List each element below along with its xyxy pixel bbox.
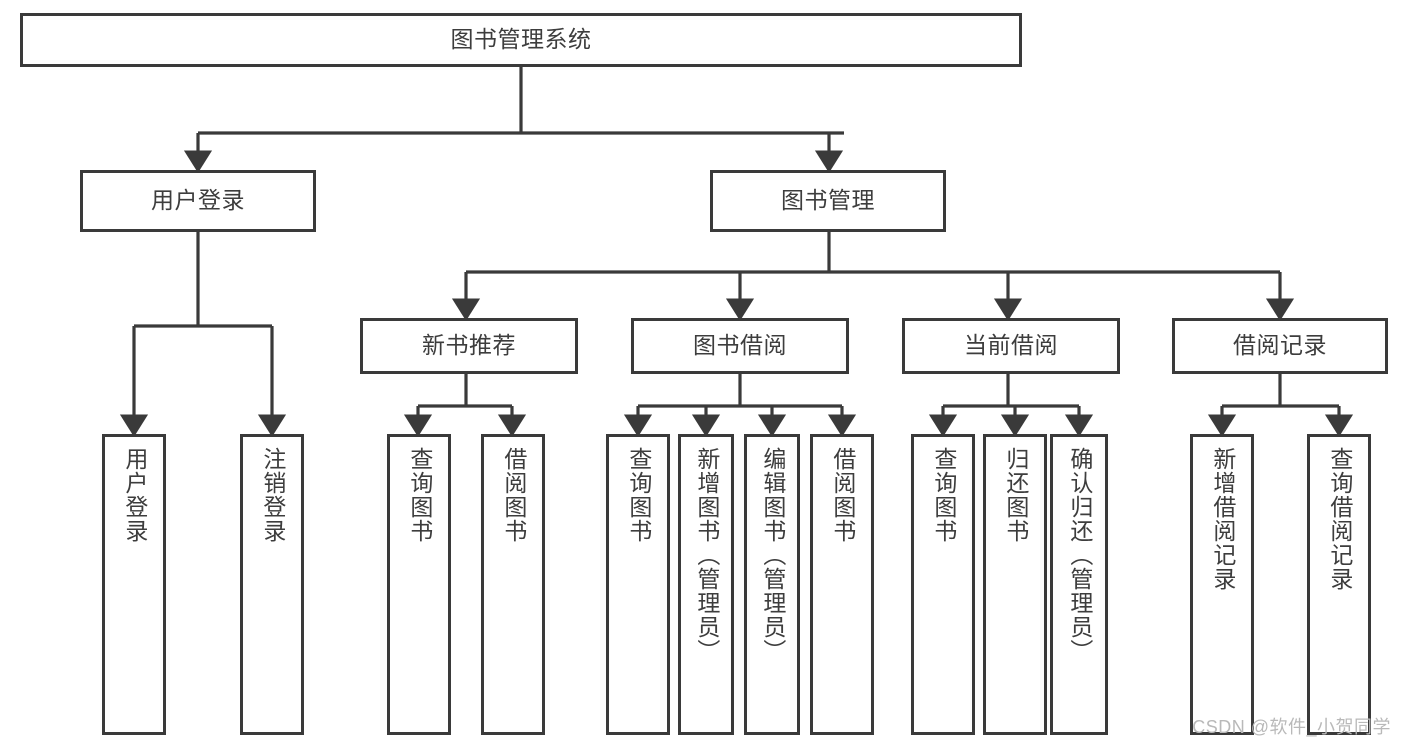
node-leaf-logout-label: 注销登录 bbox=[259, 447, 286, 543]
node-current-borrow[interactable]: 当前借阅 bbox=[902, 318, 1120, 374]
node-leaf-return-book[interactable]: 归还图书 bbox=[983, 434, 1047, 735]
node-leaf-query-book-3-label: 查询图书 bbox=[930, 447, 957, 543]
node-borrow-record[interactable]: 借阅记录 bbox=[1172, 318, 1388, 374]
node-leaf-query-record[interactable]: 查询借阅记录 bbox=[1307, 434, 1371, 735]
node-root[interactable]: 图书管理系统 bbox=[20, 13, 1022, 67]
node-leaf-user-login-label: 用户登录 bbox=[121, 447, 148, 543]
node-leaf-add-record[interactable]: 新增借阅记录 bbox=[1190, 434, 1254, 735]
node-leaf-edit-book-label: 编辑图书（管理员） bbox=[759, 447, 786, 663]
node-leaf-borrow-book-2[interactable]: 借阅图书 bbox=[810, 434, 874, 735]
node-leaf-logout[interactable]: 注销登录 bbox=[240, 434, 304, 735]
node-leaf-borrow-book-1-label: 借阅图书 bbox=[500, 447, 527, 543]
node-leaf-user-login[interactable]: 用户登录 bbox=[102, 434, 166, 735]
node-leaf-query-book-3[interactable]: 查询图书 bbox=[911, 434, 975, 735]
node-user-login-label: 用户登录 bbox=[151, 187, 245, 214]
node-leaf-edit-book[interactable]: 编辑图书（管理员） bbox=[744, 434, 800, 735]
node-book-manage-label: 图书管理 bbox=[781, 187, 875, 214]
node-root-label: 图书管理系统 bbox=[450, 26, 592, 53]
node-borrow-record-label: 借阅记录 bbox=[1233, 332, 1327, 359]
node-leaf-add-book[interactable]: 新增图书（管理员） bbox=[678, 434, 734, 735]
node-leaf-query-book-2[interactable]: 查询图书 bbox=[606, 434, 670, 735]
node-leaf-query-book-2-label: 查询图书 bbox=[625, 447, 652, 543]
node-leaf-query-record-label: 查询借阅记录 bbox=[1326, 447, 1353, 591]
node-leaf-add-book-label: 新增图书（管理员） bbox=[693, 447, 720, 663]
node-user-login[interactable]: 用户登录 bbox=[80, 170, 316, 232]
node-current-borrow-label: 当前借阅 bbox=[964, 332, 1058, 359]
node-new-book-recommend[interactable]: 新书推荐 bbox=[360, 318, 578, 374]
node-leaf-return-book-label: 归还图书 bbox=[1002, 447, 1029, 543]
node-leaf-confirm-return[interactable]: 确认归还（管理员） bbox=[1050, 434, 1108, 735]
node-leaf-add-record-label: 新增借阅记录 bbox=[1209, 447, 1236, 591]
node-leaf-query-book-1-label: 查询图书 bbox=[406, 447, 433, 543]
watermark-text: CSDN @软件_小贺同学 bbox=[1192, 717, 1391, 737]
node-leaf-borrow-book-1[interactable]: 借阅图书 bbox=[481, 434, 545, 735]
node-new-book-recommend-label: 新书推荐 bbox=[422, 332, 516, 359]
node-book-manage[interactable]: 图书管理 bbox=[710, 170, 946, 232]
node-leaf-query-book-1[interactable]: 查询图书 bbox=[387, 434, 451, 735]
node-leaf-confirm-return-label: 确认归还（管理员） bbox=[1066, 447, 1093, 663]
node-book-borrow-label: 图书借阅 bbox=[693, 332, 787, 359]
node-book-borrow[interactable]: 图书借阅 bbox=[631, 318, 849, 374]
node-leaf-borrow-book-2-label: 借阅图书 bbox=[829, 447, 856, 543]
